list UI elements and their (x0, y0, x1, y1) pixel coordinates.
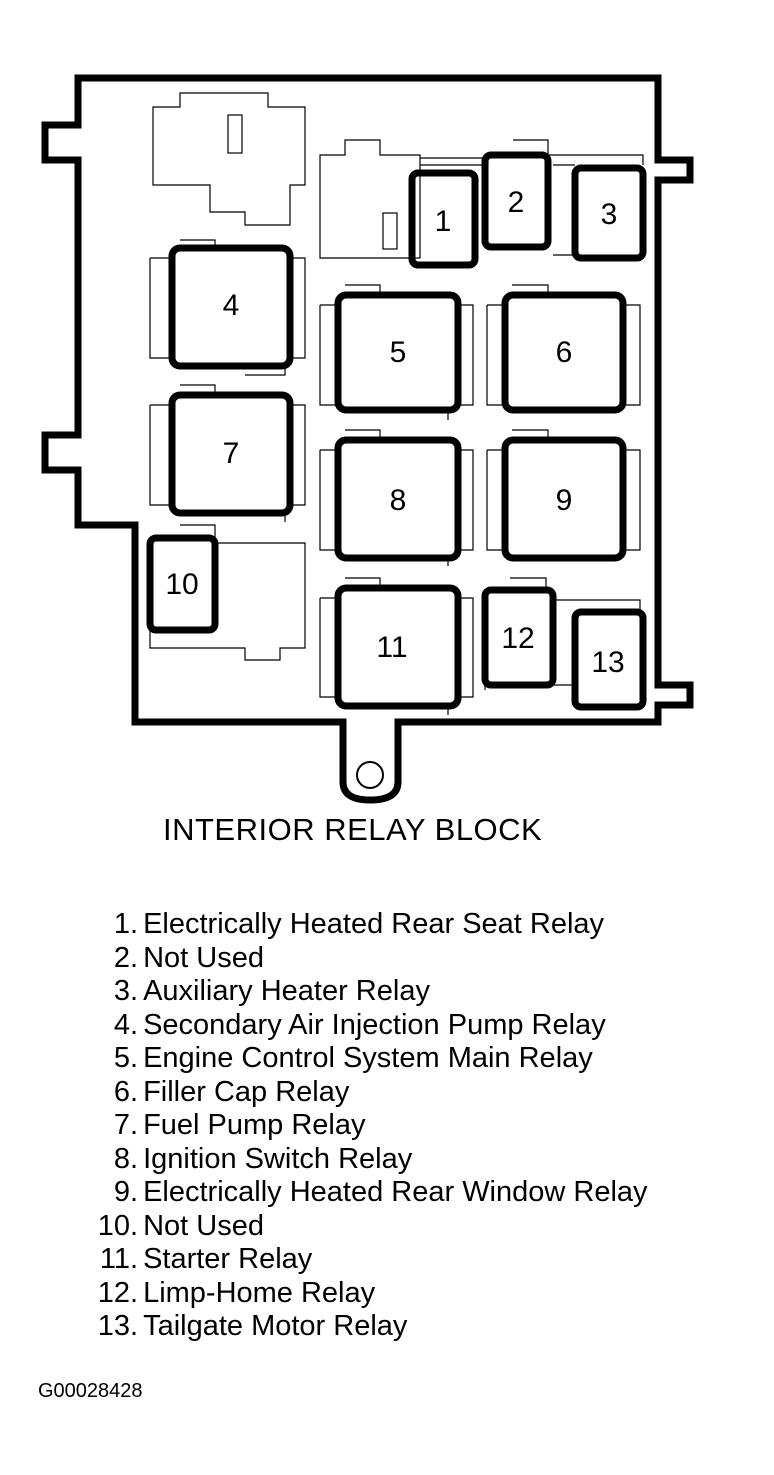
legend-number: 11 (99, 1243, 130, 1275)
legend-item: 6.Filler Cap Relay (78, 1076, 648, 1110)
legend-item: 8.Ignition Switch Relay (78, 1143, 648, 1177)
relays (146, 151, 647, 711)
relay-11-box (334, 584, 462, 710)
legend-number: 12 (97, 1276, 130, 1309)
legend-number: 5 (113, 1042, 130, 1074)
relay-2-number: 2 (508, 186, 525, 219)
legend-number: 3 (113, 975, 130, 1007)
relay-8-box (334, 436, 462, 562)
legend-item: 1.Electrically Heated Rear Seat Relay (78, 908, 648, 942)
legend-item: 4.Secondary Air Injection Pump Relay (78, 1009, 648, 1043)
relay-12-number: 12 (501, 622, 534, 655)
relay-11-number: 11 (376, 631, 407, 664)
legend-description: Starter Relay (143, 1243, 313, 1275)
legend-description: Not Used (143, 1209, 264, 1242)
relay-7-box (168, 391, 294, 517)
legend-number: 13 (97, 1310, 130, 1342)
relay-numbers: 1 2 3 4 5 6 7 8 9 10 11 12 13 (165, 186, 624, 679)
relay-7-number: 7 (223, 437, 240, 470)
legend-number: 2 (113, 941, 130, 974)
legend-description: Filler Cap Relay (143, 1075, 350, 1108)
relay-10-number: 10 (165, 568, 198, 601)
figure-id: G00028428 (38, 1380, 143, 1402)
relay-3-number: 3 (601, 198, 618, 231)
legend-number: 7 (113, 1109, 130, 1141)
relay-block-diagram: 1 2 3 4 5 6 7 8 9 10 11 12 13 (41, 74, 694, 804)
legend-description: Limp-Home Relay (143, 1276, 376, 1309)
relay-9-box (501, 436, 627, 562)
relay-2-box (481, 151, 552, 251)
relay-4-number: 4 (223, 289, 240, 322)
diagram-title: INTERIOR RELAY BLOCK (163, 812, 543, 847)
legend-item: 5.Engine Control System Main Relay (78, 1042, 648, 1076)
legend-number: 8 (113, 1142, 130, 1175)
legend-item: 12.Limp-Home Relay (78, 1277, 648, 1311)
legend-description: Not Used (143, 941, 264, 974)
relay-legend: 1.Electrically Heated Rear Seat Relay 2.… (78, 908, 648, 1344)
relay-9-number: 9 (556, 484, 573, 517)
legend-description: Electrically Heated Rear Seat Relay (143, 908, 605, 940)
legend-description: Tailgate Motor Relay (143, 1310, 408, 1342)
relay-6-box (501, 291, 627, 414)
legend-item: 9.Electrically Heated Rear Window Relay (78, 1176, 648, 1210)
housing-outline (41, 74, 694, 804)
legend-item: 2.Not Used (78, 942, 648, 976)
legend-item: 10.Not Used (78, 1210, 648, 1244)
relay-5-number: 5 (390, 336, 407, 369)
mounting-hole (356, 761, 384, 789)
legend-item: 13.Tailgate Motor Relay (78, 1310, 648, 1344)
empty-sockets (149, 92, 644, 715)
relay-13-box (571, 608, 647, 711)
relay-12-box (481, 586, 557, 689)
legend-item: 7.Fuel Pump Relay (78, 1109, 648, 1143)
legend-number: 1 (113, 908, 130, 940)
legend-number: 4 (113, 1008, 130, 1041)
relay-4-box (168, 244, 294, 370)
relay-1-number: 1 (435, 205, 452, 238)
legend-description: Secondary Air Injection Pump Relay (143, 1008, 606, 1041)
legend-number: 9 (113, 1176, 130, 1208)
legend-description: Electrically Heated Rear Window Relay (143, 1176, 648, 1208)
legend-description: Engine Control System Main Relay (143, 1042, 593, 1074)
legend-number: 6 (113, 1075, 130, 1108)
relay-5-box (334, 291, 462, 414)
legend-description: Auxiliary Heater Relay (143, 975, 430, 1007)
relay-13-number: 13 (591, 646, 624, 679)
relay-1-box (408, 169, 479, 269)
relay-6-number: 6 (556, 336, 573, 369)
relay-3-box (571, 164, 647, 262)
legend-description: Fuel Pump Relay (143, 1109, 366, 1141)
legend-number: 10 (97, 1209, 130, 1242)
legend-item: 3.Auxiliary Heater Relay (78, 975, 648, 1009)
legend-item: 11.Starter Relay (78, 1243, 648, 1277)
legend-description: Ignition Switch Relay (143, 1142, 413, 1175)
relay-10-box (146, 534, 219, 634)
relay-8-number: 8 (390, 484, 407, 517)
